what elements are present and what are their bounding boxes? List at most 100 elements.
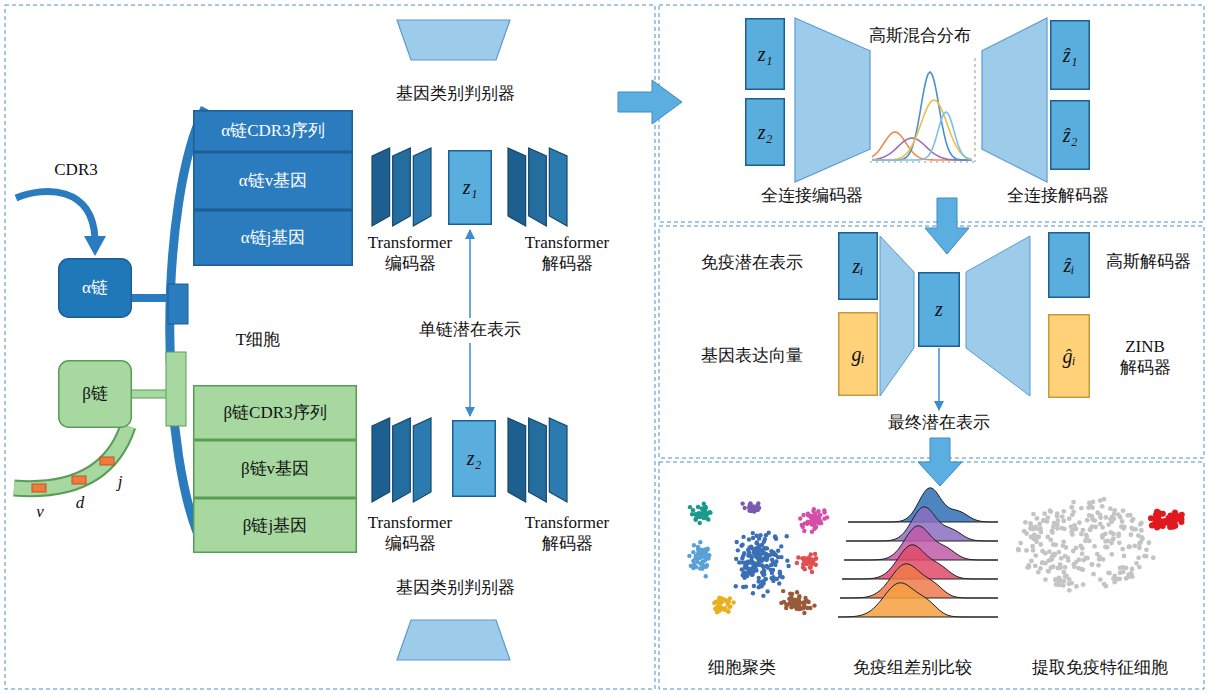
box-caption: Transformer 编码器 <box>368 512 452 555</box>
dense-decoder: 全连接解码器 <box>982 18 1047 182</box>
cell-dot <box>691 563 695 567</box>
box-caption: 全连接编码器 <box>761 185 863 206</box>
cell-dot <box>748 501 752 505</box>
cell-dot <box>1046 569 1051 574</box>
cell-dot <box>1059 556 1064 561</box>
cell-dot <box>752 584 756 588</box>
input-box-outline <box>194 386 357 440</box>
latent-box-outline <box>746 99 785 166</box>
dense-encoder-shape <box>795 18 870 182</box>
cell-dot <box>1112 508 1117 513</box>
cell-dot <box>1045 515 1050 520</box>
latent-box: z₁ <box>448 150 492 225</box>
cdr3-pointer-head <box>84 236 106 256</box>
cell-dot <box>784 602 788 606</box>
transformer-decoder-shape <box>508 148 570 226</box>
box-text: z₁ <box>758 42 773 67</box>
feature-cell-plot <box>1016 497 1185 593</box>
ridge-curve <box>840 564 998 598</box>
latent-pointer <box>469 230 471 318</box>
chain-box-outline <box>59 361 132 428</box>
transformer-encoder-outline <box>372 148 390 226</box>
cell-dot <box>1080 551 1085 556</box>
cell-dot <box>819 521 823 525</box>
cell-dot <box>1105 538 1110 543</box>
cell-dot <box>1151 555 1156 560</box>
transformer-decoder: Transformer 解码器 <box>508 418 570 502</box>
panel-frame <box>659 462 1204 689</box>
cell-dot <box>779 601 783 605</box>
cell-dot <box>1030 544 1035 549</box>
cell-dot <box>693 512 697 516</box>
cell-dot <box>693 556 697 560</box>
cell-dot <box>1077 520 1082 525</box>
cdr3-pointer <box>16 191 95 238</box>
cell-dot <box>734 584 738 588</box>
transformer-encoder-shape <box>372 148 434 226</box>
cell-dot <box>797 605 801 609</box>
cell-dot <box>1038 530 1043 535</box>
cell-dot <box>756 560 760 564</box>
cell-dot <box>805 606 809 610</box>
cell-dot <box>736 548 740 552</box>
cell-dot <box>1126 574 1131 579</box>
cell-dot <box>691 550 695 554</box>
cell-dot <box>704 553 708 557</box>
cell-dot <box>770 558 774 562</box>
cell-dot <box>720 600 724 604</box>
cell-dot <box>1066 558 1071 563</box>
cell-dot <box>802 556 806 560</box>
box-text: α链 <box>82 277 108 298</box>
cell-dot <box>1040 549 1045 554</box>
cell-dot <box>692 543 696 547</box>
cell-dot <box>785 558 789 562</box>
cell-dot <box>1046 569 1051 574</box>
cell-dot <box>804 561 808 565</box>
cell-dot <box>740 501 744 505</box>
cell-dot <box>751 531 755 535</box>
cell-dot <box>1178 516 1184 522</box>
latent-pointer <box>938 348 940 410</box>
latent-pointer <box>469 343 471 416</box>
cell-dot <box>1159 518 1165 524</box>
cell-dot <box>687 554 691 558</box>
cell-dot <box>1016 547 1021 552</box>
input-box: β链v基因 <box>193 440 357 498</box>
input-box: α链v基因 <box>193 152 353 210</box>
box-text: β链 <box>82 383 108 404</box>
cell-dot <box>813 512 817 516</box>
gene-label: j <box>118 471 123 492</box>
input-box: α链j基因 <box>193 210 353 266</box>
cell-dot <box>698 521 702 525</box>
chain-box-outline <box>59 259 132 318</box>
cell-dot <box>785 534 789 538</box>
cell-dot <box>1067 516 1072 521</box>
cell-dot <box>752 561 756 565</box>
cell-dot <box>1121 526 1126 531</box>
cell-dot <box>780 575 784 579</box>
cell-dot <box>734 557 738 561</box>
cell-dot <box>812 507 816 511</box>
cell-dot <box>1033 525 1038 530</box>
cell-dot <box>1048 509 1053 514</box>
cell-dot <box>704 565 708 569</box>
cell-dot <box>1040 560 1045 565</box>
cell-dot <box>1139 528 1144 533</box>
cell-dot <box>704 574 708 578</box>
cell-dot <box>795 590 799 594</box>
cell-dot <box>1122 554 1127 559</box>
cell-dot <box>1062 526 1067 531</box>
cell-dot <box>1133 527 1138 532</box>
cell-dot <box>1051 521 1056 526</box>
box-text: α链j基因 <box>241 227 306 248</box>
latent-box-outline <box>1051 101 1090 170</box>
panel-label: 细胞聚类 <box>708 657 776 678</box>
cell-dot <box>1097 555 1102 560</box>
cell-dot <box>737 560 741 564</box>
cell-dot <box>698 556 702 560</box>
cell-dot <box>1127 544 1132 549</box>
cell-dot <box>1048 537 1053 542</box>
transformer-encoder-outline <box>413 418 431 502</box>
latent-box-outline <box>919 273 960 347</box>
cell-dot <box>1089 562 1094 567</box>
